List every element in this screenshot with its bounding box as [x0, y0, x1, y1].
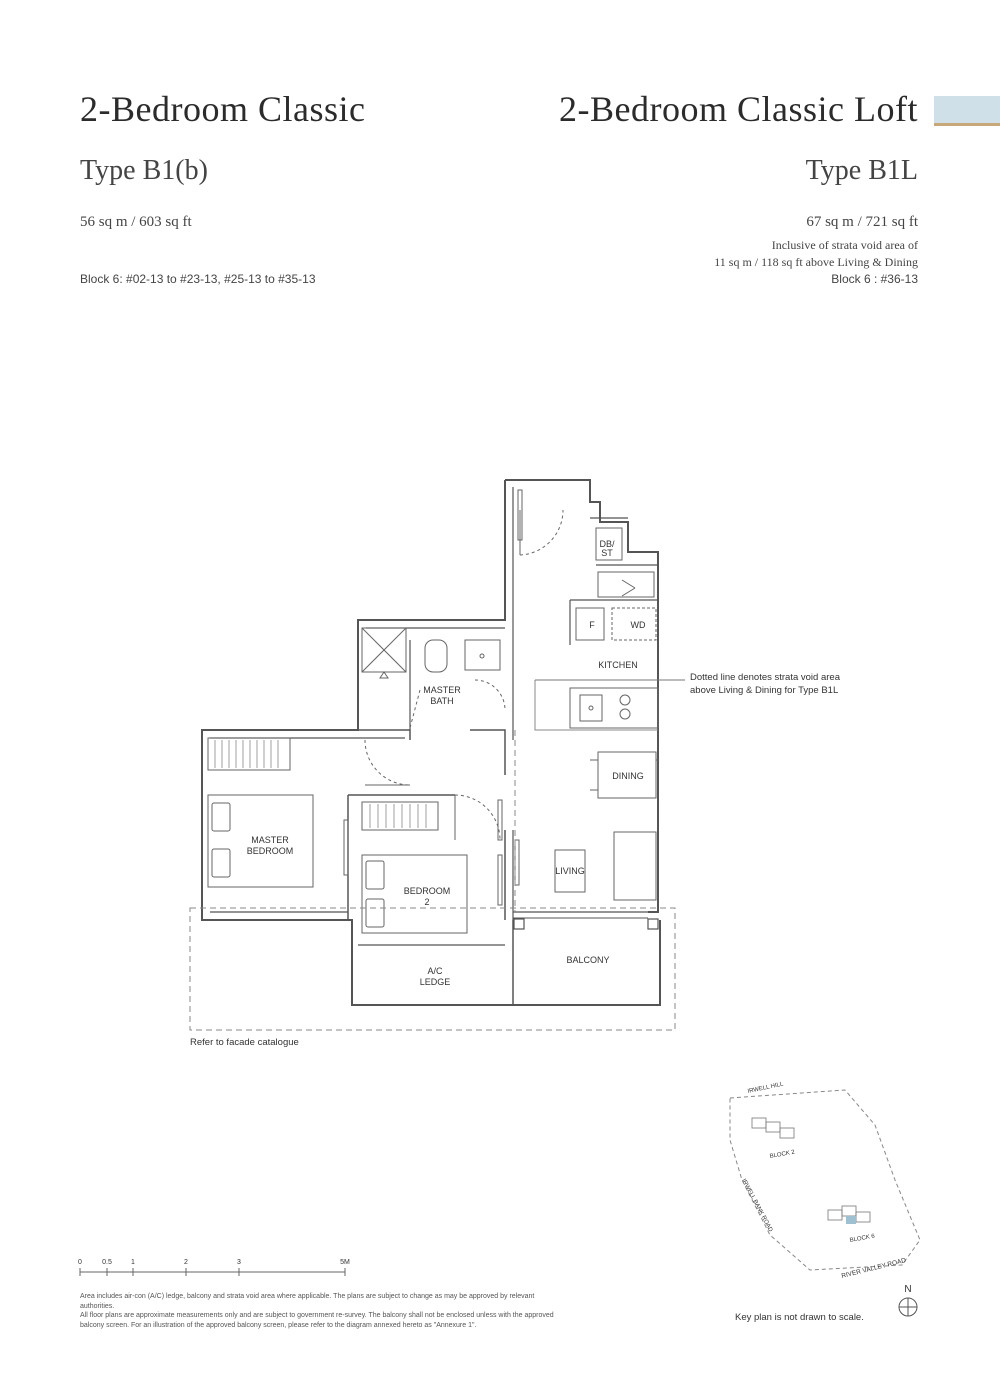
key-plan-block6: BLOCK 6: [849, 1234, 876, 1244]
void-note-2: above Living & Dining for Type B1L: [690, 685, 838, 696]
label-master-bedroom-2: BEDROOM: [247, 846, 294, 856]
left-unit-type: Type B1(b): [80, 155, 208, 186]
right-unit-blocks: Block 6 : #36-13: [831, 272, 918, 286]
label-db-st-1: DB/: [599, 539, 615, 549]
label-fridge: F: [589, 620, 595, 630]
label-master-bedroom-1: MASTER: [251, 835, 289, 845]
facade-note: Refer to facade catalogue: [190, 1037, 299, 1048]
right-unit-note-1: Inclusive of strata void area of: [771, 238, 918, 252]
right-unit-area: 67 sq m / 721 sq ft: [806, 214, 918, 230]
outer-wall-east: [505, 479, 659, 913]
scale-tick-3: 2: [184, 1259, 188, 1266]
disclaimer-line-3: balcony screen. For an illustration of t…: [80, 1321, 477, 1329]
scale-bar: 0 0.5 1 2 3 5M: [78, 1259, 350, 1276]
label-bedroom2-1: BEDROOM: [404, 886, 451, 896]
key-plan-irwell-hill: IRWELL HILL: [747, 1081, 784, 1095]
label-master-bath-1: MASTER: [423, 685, 461, 695]
disclaimer-line-2: All floor plans are approximate measurem…: [80, 1312, 554, 1319]
label-master-bath-2: BATH: [430, 696, 453, 706]
label-washer-dryer: WD: [631, 620, 646, 630]
disclaimer: Area includes air-con (A/C) ledge, balco…: [80, 1292, 560, 1330]
key-plan-north-label: N: [904, 1284, 911, 1295]
section-tab: [934, 96, 1000, 126]
left-unit-area: 56 sq m / 603 sq ft: [80, 214, 192, 230]
key-plan-river-valley-road: RIVER VALLEY ROAD: [841, 1257, 907, 1280]
right-unit-note-2: 11 sq m / 118 sq ft above Living & Dinin…: [714, 255, 918, 269]
scale-tick-4: 3: [237, 1259, 241, 1266]
label-db-st-2: ST: [601, 548, 613, 558]
label-kitchen: KITCHEN: [598, 660, 638, 670]
outer-wall-west: [201, 480, 661, 1006]
label-bedroom2-2: 2: [424, 897, 429, 907]
scale-tick-5: 5M: [340, 1259, 350, 1266]
disclaimer-line-1: Area includes air-con (A/C) ledge, balco…: [80, 1293, 535, 1310]
scale-tick-2: 1: [131, 1259, 135, 1266]
void-note-1: Dotted line denotes strata void area: [690, 672, 841, 683]
label-dining: DINING: [612, 771, 644, 781]
label-living: LIVING: [555, 866, 585, 876]
compass-icon: [898, 1297, 918, 1317]
key-plan-unit-highlight: [846, 1216, 856, 1224]
key-plan-irwell-bank-road: IRWELL BANK ROAD: [740, 1178, 773, 1234]
label-ac-ledge-1: A/C: [427, 966, 443, 976]
key-plan-block2: BLOCK 2: [769, 1150, 796, 1160]
key-plan-caption: Key plan is not drawn to scale.: [735, 1312, 864, 1323]
left-unit-blocks: Block 6: #02-13 to #23-13, #25-13 to #35…: [80, 272, 316, 286]
left-unit-title: 2-Bedroom Classic: [80, 89, 366, 129]
label-balcony: BALCONY: [566, 955, 609, 965]
label-ac-ledge-2: LEDGE: [420, 977, 451, 987]
right-unit-title: 2-Bedroom Classic Loft: [559, 89, 918, 129]
scale-tick-0: 0: [78, 1259, 82, 1266]
right-unit-type: Type B1L: [805, 155, 918, 186]
key-plan: IRWELL HILL BLOCK 2 IRWELL BANK ROAD BLO…: [729, 1081, 921, 1323]
scale-tick-1: 0.5: [102, 1259, 112, 1266]
